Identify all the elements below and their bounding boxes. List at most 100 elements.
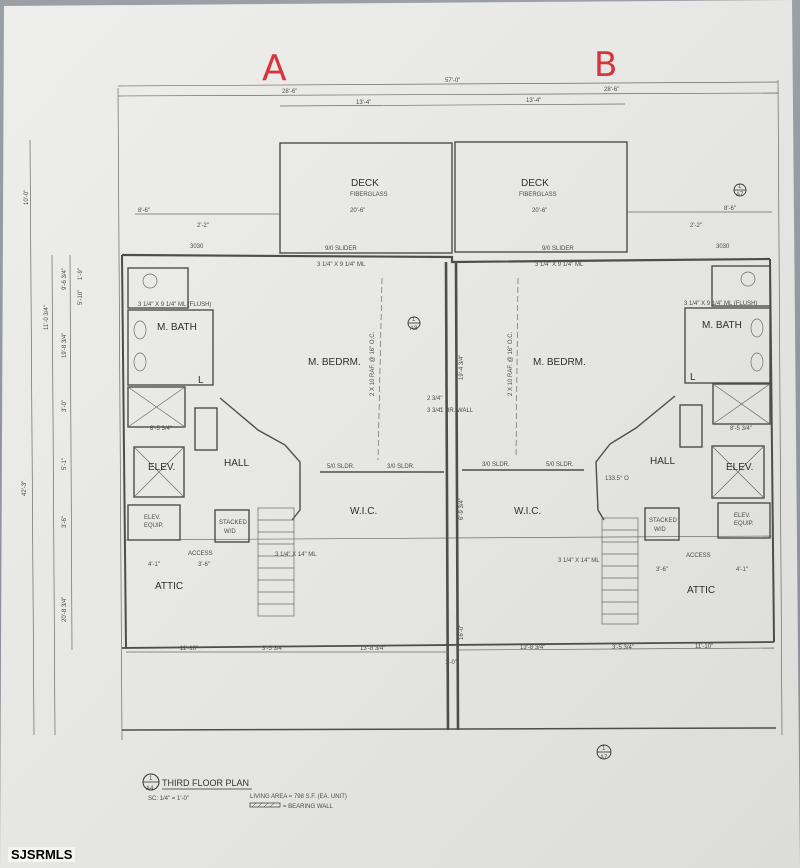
left-dim-3: 19'-8 3/4" xyxy=(62,333,68,358)
deck-label-b: DECK xyxy=(521,178,549,189)
unit-label-b: B xyxy=(594,45,617,85)
section-marker-top-right: 1 A7 xyxy=(733,183,747,198)
stacked-wd-label-b2: W/D xyxy=(654,527,666,533)
ceiling-label-a: 2 X 10 RAF. @ 16" O.C. xyxy=(370,331,376,396)
ceiling-label-b: 2 X 10 RAF. @ 16" O.C. xyxy=(508,331,514,396)
svg-text:1: 1 xyxy=(738,184,742,190)
left-dim-9: 1'-9" xyxy=(78,268,84,280)
closet-door-label-b2: 5/0 SLDR. xyxy=(546,462,574,468)
deck-material-a: FIBERGLASS xyxy=(350,192,388,198)
access-label-a: ACCESS xyxy=(188,551,213,557)
watermark: SJSRMLS xyxy=(8,847,76,862)
half-width-dim-b: 28'-6" xyxy=(604,87,619,93)
section-marker-bottom: 1 A7 xyxy=(596,744,612,761)
left-dim-total: 42'-3" xyxy=(22,481,28,496)
hall-label-a: HALL xyxy=(224,458,249,469)
left-dim-5: 5'-1" xyxy=(62,458,68,470)
hall-dim-a2: 3'-6" xyxy=(198,562,210,568)
center-dim-gap: 1'-0" xyxy=(445,660,457,666)
master-bath-label-a: M. BATH xyxy=(157,322,197,333)
deck-width-dim-a: 13'-4" xyxy=(356,100,371,106)
center-dim-wall-a: 2 3/4" xyxy=(427,396,442,402)
center-dim-bedroom: 19'-4 3/4" xyxy=(459,355,465,380)
bottom-dim-a1: 11'-10" xyxy=(180,646,198,652)
svg-text:1: 1 xyxy=(412,317,416,323)
window-dim-a: 2'-2" xyxy=(197,223,209,229)
low-beam-label-b: 3 1/4" X 14" ML xyxy=(558,558,600,564)
bath-dim-b: 8'-5 3/4" xyxy=(730,426,752,432)
slider-label-a: 9/0 SLIDER xyxy=(325,246,357,252)
master-bedroom-label-b: M. BEDRM. xyxy=(533,357,586,368)
bottom-dim-b1: 13'-8 3/4" xyxy=(520,645,545,651)
closet-door-label-a2: 3/0 SLDR. xyxy=(387,464,415,470)
left-dim-6: 3'-6" xyxy=(62,516,68,528)
center-dim-attic: 16'-0" xyxy=(459,625,465,640)
side-dim-right-top: 8'-6" xyxy=(724,206,736,212)
center-dim-hr-wall: 1 HR. WALL xyxy=(440,408,474,414)
deck-material-b: FIBERGLASS xyxy=(519,192,557,198)
beam-label-a: 3 1/4" X 9 1/4" ML xyxy=(317,262,366,268)
slider-label-b: 9/0 SLIDER xyxy=(542,246,574,252)
stacked-wd-label-a1: STACKED xyxy=(219,520,248,526)
flush-label-a: 3 1/4" X 9 1/4" ML (FLUSH) xyxy=(138,302,211,308)
linen-label-a: L xyxy=(198,375,204,386)
flush-label-b: 3 1/4" X 9 1/4" ML (FLUSH) xyxy=(684,301,757,307)
svg-text:1: 1 xyxy=(149,776,153,782)
drawing-scale: SC: 1/4" = 1'-0" xyxy=(148,796,189,802)
access-label-b: ACCESS xyxy=(686,553,711,559)
deck-inner-dim-a: 20'-6" xyxy=(350,208,365,214)
door-size-a: 3030 xyxy=(190,244,204,250)
side-dim-left-top: 8'-6" xyxy=(138,208,150,214)
svg-text:A7: A7 xyxy=(600,755,608,761)
overall-width-dim: 57'-0" xyxy=(445,78,460,84)
bottom-dim-b2: 3'-5 3/4" xyxy=(612,645,634,651)
elev-equip-label-a2: EQUIP. xyxy=(144,523,164,529)
title-block: 1 A4 THIRD FLOOR PLAN SC: 1/4" = 1'-0" L… xyxy=(142,773,347,810)
wic-label-b: W.I.C. xyxy=(514,506,541,517)
left-dim-7: 20'-8 3/4" xyxy=(62,597,68,622)
linen-label-b: L xyxy=(690,372,696,383)
window-dim-b: 2'-2" xyxy=(690,223,702,229)
center-dim-wall-b: 3 3/4" xyxy=(427,408,442,414)
attic-label-b: ATTIC xyxy=(687,585,715,596)
attic-label-a: ATTIC xyxy=(155,581,183,592)
half-width-dim-a: 28'-6" xyxy=(282,89,297,95)
bearing-wall-legend: = BEARING WALL xyxy=(283,804,334,810)
stacked-wd-label-a2: W/D xyxy=(224,529,236,535)
closet-door-label-a1: 5/0 SLDR. xyxy=(327,464,355,470)
bottom-dim-b3: 11'-10" xyxy=(695,644,713,650)
bottom-dim-a3: 13'-8 3/4" xyxy=(360,646,385,652)
section-marker-center: 1 A8 xyxy=(407,316,421,332)
svg-text:A8: A8 xyxy=(410,326,418,332)
hall-dim-b1: 3'-6" xyxy=(656,567,668,573)
hall-angle-label: 133.5° O xyxy=(605,476,629,482)
center-dim-wic: 6'-9 3/4" xyxy=(459,498,465,520)
elevator-label-b: ELEV. xyxy=(726,462,753,473)
left-dim-deck: 10'-0" xyxy=(24,190,30,205)
elev-equip-label-a1: ELEV. xyxy=(144,515,161,521)
svg-text:1: 1 xyxy=(602,746,606,752)
deck-inner-dim-b: 20'-6" xyxy=(532,208,547,214)
left-dim-4: 3'-0" xyxy=(62,400,68,412)
closet-door-label-b1: 3/0 SLDR. xyxy=(482,462,510,468)
bottom-dim-a2: 3'-5 3/4" xyxy=(262,646,284,652)
beam-label-b: 3 1/4" X 9 1/4" ML xyxy=(535,262,584,268)
deck-width-dim-b: 13'-4" xyxy=(526,98,541,104)
left-dim-10: 5'-10" xyxy=(78,290,84,305)
living-area-note: LIVING AREA = 798 S.F. (EA. UNIT) xyxy=(250,794,347,800)
hall-label-b: HALL xyxy=(650,456,675,467)
left-dim-2: 11'-0 3/4" xyxy=(44,305,50,330)
hall-dim-a1: 4'-1" xyxy=(148,562,160,568)
left-dim-1: 9'-6 3/4" xyxy=(62,268,68,290)
bath-dim-a: 8'-5 3/4" xyxy=(150,426,172,432)
master-bedroom-label-a: M. BEDRM. xyxy=(308,357,361,368)
elevator-label-a: ELEV. xyxy=(148,462,175,473)
svg-text:A4: A4 xyxy=(146,786,154,792)
wic-label-a: W.I.C. xyxy=(350,506,377,517)
door-size-b: 3030 xyxy=(716,244,730,250)
stacked-wd-label-b1: STACKED xyxy=(649,518,678,524)
drawing-title: THIRD FLOOR PLAN xyxy=(162,778,249,788)
